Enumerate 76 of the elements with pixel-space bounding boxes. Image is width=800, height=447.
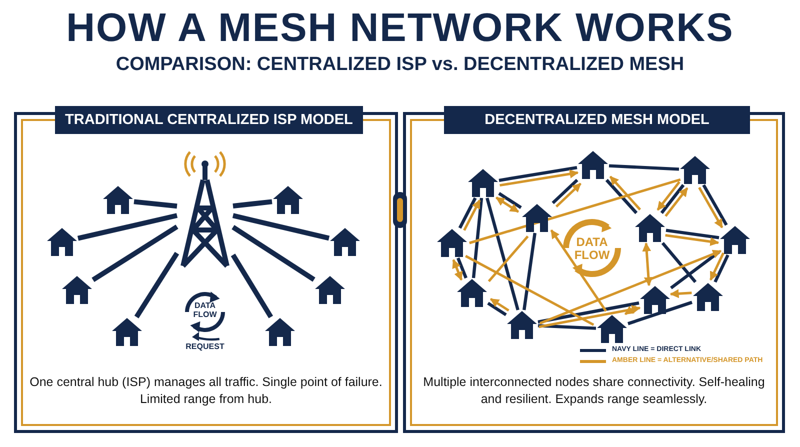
- arrow: [665, 234, 720, 246]
- connector-line: [232, 225, 316, 282]
- connector-line: [456, 257, 468, 279]
- connector-line: [714, 254, 730, 283]
- arrow: [642, 242, 653, 286]
- arrow: [664, 187, 688, 217]
- house-icon: [596, 314, 628, 344]
- house-icon: [639, 285, 671, 315]
- house-icon: [634, 213, 666, 243]
- connector-line: [486, 198, 520, 310]
- house-icon: [61, 275, 93, 305]
- data-flow-label: DATA FLOW: [192, 301, 218, 319]
- connector-line: [465, 254, 594, 326]
- arrow: [624, 306, 637, 316]
- connector-line: [134, 199, 178, 209]
- connector-line: [77, 213, 178, 241]
- connector-line: [488, 235, 529, 282]
- house-icon: [506, 310, 538, 340]
- connector-line: [472, 198, 484, 278]
- arrow: [539, 250, 722, 324]
- house-icon: [577, 150, 609, 180]
- arrow: [452, 259, 463, 281]
- connector-line: [608, 164, 680, 171]
- house-icon: [314, 275, 346, 305]
- arrow: [709, 252, 725, 281]
- connector-line: [628, 300, 692, 326]
- house-icon: [46, 227, 78, 257]
- connector-line: [134, 252, 180, 318]
- arrow: [538, 304, 641, 328]
- connector-line: [666, 228, 720, 240]
- request-label: REQUEST: [184, 342, 226, 351]
- connector-line: [232, 213, 330, 241]
- connector-line: [538, 301, 640, 324]
- panel-description: One central hub (ISP) manages all traffic. Single point of failure. Limited range from hub.: [29, 374, 383, 408]
- connector-line: [232, 199, 272, 208]
- house-icon: [329, 227, 361, 257]
- house-icon: [102, 185, 134, 215]
- house-icon: [521, 203, 553, 233]
- arrow: [490, 298, 510, 312]
- house-icon: [272, 185, 304, 215]
- arrow: [550, 229, 608, 312]
- arrow: [656, 181, 680, 211]
- arrow: [463, 200, 481, 231]
- arrow: [698, 186, 724, 228]
- subtitle: COMPARISON: CENTRALIZED ISP vs. DECENTRALIZED MESH: [114, 54, 686, 76]
- panel-description: Multiple interconnected nodes share connectivity. Self-healing and resilient. Expands range seamlessly.: [422, 374, 766, 408]
- house-icon: [692, 282, 724, 312]
- connector-line: [670, 250, 720, 290]
- arrow: [496, 196, 520, 213]
- connector-line: [538, 324, 596, 330]
- panel-heading: TRADITIONAL CENTRALIZED ISP MODEL: [55, 106, 363, 134]
- connector-line: [522, 232, 536, 310]
- arrow: [555, 182, 582, 208]
- panel-heading: DECENTRALIZED MESH MODEL: [444, 106, 750, 134]
- connector-line: [92, 224, 178, 282]
- title: HOW A MESH NETWORK WORKS: [65, 6, 735, 51]
- house-icon: [264, 317, 296, 347]
- connector-line: [498, 192, 522, 209]
- arrow: [670, 289, 692, 298]
- house-icon: [719, 225, 751, 255]
- data-flow-label: DATA FLOW: [573, 236, 611, 262]
- connector-line: [661, 242, 697, 284]
- connector-line: [487, 302, 507, 316]
- house-icon: [467, 168, 499, 198]
- connector-line: [702, 184, 728, 226]
- connector-line: [230, 254, 274, 318]
- house-icon: [679, 155, 711, 185]
- house-icon: [111, 317, 143, 347]
- connector-line: [660, 184, 685, 214]
- connector-line: [458, 197, 477, 229]
- connector-line: [469, 178, 681, 244]
- arrow: [500, 169, 579, 187]
- house-icon: [436, 228, 468, 258]
- connector-line: [552, 178, 578, 204]
- house-icon: [456, 278, 488, 308]
- connector-line: [498, 166, 578, 182]
